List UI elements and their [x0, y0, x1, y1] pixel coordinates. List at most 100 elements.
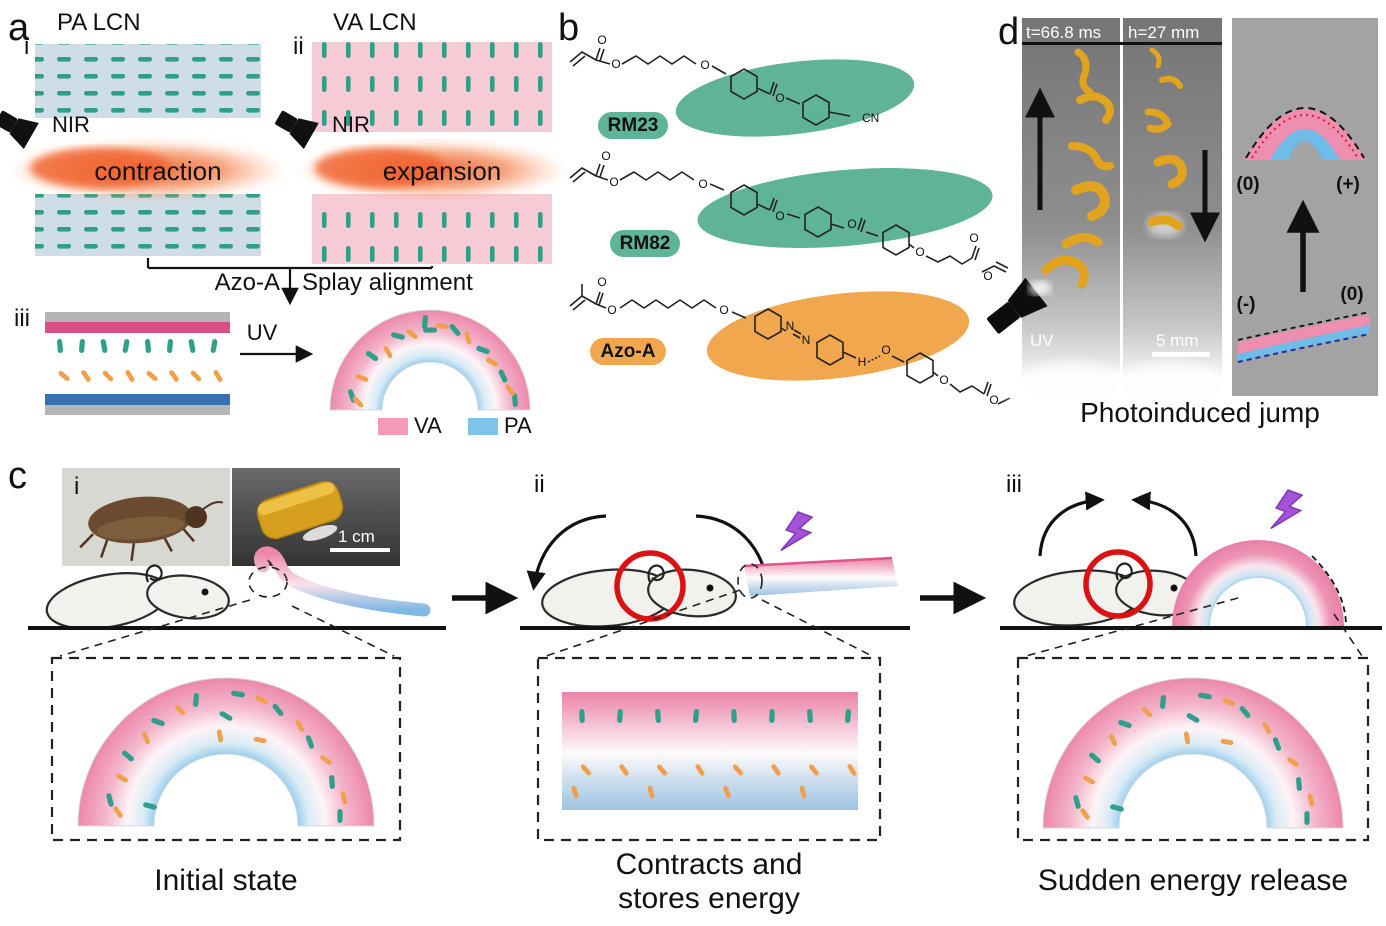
- rm82-atom-0: O: [601, 149, 610, 163]
- nir-beam-left-core: [30, 148, 170, 188]
- azo-a-highlight-ellipse: [706, 291, 970, 381]
- hinge-highlight-circle: [614, 550, 686, 622]
- expansion-label: expansion: [383, 156, 502, 186]
- film-arched-dashed-edge: [1311, 555, 1347, 627]
- hinge-curl: [647, 564, 665, 583]
- splay-cell-diagram: [45, 312, 230, 415]
- rm23-name: RM23: [608, 115, 659, 136]
- rolled-film-image: [256, 480, 344, 541]
- molecule-azo-a: O O O N N H O O O Azo-A: [569, 275, 1011, 407]
- panel-c-label: c: [8, 455, 27, 497]
- scale-bar-5mm-label: 5 mm: [1156, 331, 1199, 350]
- scale-bar-1cm-label: 1 cm: [338, 527, 375, 546]
- bent-film-blue: [1270, 129, 1340, 160]
- azoa-atom-0: O: [597, 275, 606, 289]
- ground-line-i: [28, 626, 446, 630]
- rm82-atom-1: O: [609, 175, 618, 189]
- panel-b: b O O O O CN RM23: [558, 7, 1011, 407]
- azoa-atom-2: O: [719, 303, 728, 317]
- panel-c-sub-iii: iii: [1006, 471, 1022, 498]
- rm82-highlight-ellipse: [697, 168, 993, 248]
- beetle-diagram-initial: [45, 564, 230, 630]
- rm23-atom-1: O: [611, 57, 620, 71]
- caption-release: Sudden energy release: [1038, 864, 1348, 897]
- mark-plus: (+): [1336, 174, 1360, 195]
- scale-bar-5mm: [1152, 352, 1210, 357]
- azoa-atom-8: O: [989, 393, 998, 407]
- zoom-box-iii: [1016, 656, 1370, 842]
- hinge-curl: [1115, 562, 1133, 581]
- legend: VA PA: [378, 413, 532, 438]
- beetle-eye: [1170, 584, 1178, 592]
- film-photo: 1 cm: [232, 468, 400, 566]
- va-sample-bottom: [312, 194, 552, 264]
- film-arched-release: [1172, 540, 1344, 626]
- beetle-diagram-release: [1013, 491, 1201, 627]
- rm23-atom-2: O: [700, 58, 709, 72]
- light-bolt-icon-ii: [780, 511, 814, 552]
- rm82-name: RM82: [620, 233, 671, 254]
- hinge-dashed-circle-i: [248, 566, 288, 598]
- legend-va-label: VA: [414, 413, 442, 438]
- panel-a-label: a: [8, 7, 30, 49]
- caption-stores-line2: stores energy: [618, 882, 800, 915]
- azoa-atom-1: O: [607, 303, 616, 317]
- bent-film-dashed-outline: [1245, 107, 1365, 159]
- panel-d-caption: Photoinduced jump: [1080, 397, 1320, 428]
- azo-a-pill: [590, 338, 666, 365]
- panel-d-label: d: [998, 11, 1019, 53]
- pa-sample-bottom: [35, 194, 261, 256]
- uv-lamp-icon: [987, 277, 1048, 334]
- panel-a-sub-i: i: [24, 33, 29, 60]
- legend-va-swatch: [378, 418, 408, 435]
- azo-a-flow-label: Azo-A: [215, 269, 280, 296]
- legend-pa-swatch: [468, 418, 498, 435]
- film-flat-stores: [744, 558, 898, 596]
- rm82-atom-3: O: [775, 209, 784, 223]
- zoom-line-i-left: [59, 599, 251, 657]
- rm82-atom-2: O: [698, 177, 707, 191]
- panel-a-sub-ii: ii: [293, 33, 304, 60]
- uv-label-panel-a: UV: [247, 320, 278, 345]
- beetle-eye: [201, 588, 209, 596]
- ground-line-iii: [1000, 626, 1382, 630]
- film-side-initial: [254, 546, 431, 617]
- zoom-line-i-right: [291, 605, 395, 657]
- caption-stores-line1: Contracts and: [616, 848, 803, 881]
- zoom-line-ii-right: [761, 599, 873, 657]
- panel-a-sub-iii: iii: [14, 305, 30, 332]
- arch-diagram-a: [329, 309, 531, 411]
- ground-line-ii: [520, 626, 910, 630]
- contraction-label: contraction: [94, 156, 221, 186]
- snap-arrow-right: [1131, 491, 1198, 557]
- molecule-rm82: O O O O O O O O RM82: [569, 149, 1009, 283]
- azo-a-name: Azo-A: [601, 341, 656, 362]
- zoom-line-iii-left: [1025, 597, 1239, 657]
- jump-photo-left: UV: [987, 18, 1133, 416]
- azoa-atom-7: O: [939, 373, 948, 387]
- panel-d: d UV 5 mm t=66.8 ms h=27 mm: [987, 11, 1378, 428]
- rm23-atom-3: O: [775, 91, 784, 105]
- arch-zoom-initial: [77, 677, 375, 827]
- rm82-atom-4: O: [847, 217, 856, 231]
- scale-bar-1cm: [330, 548, 390, 552]
- flow-connector: [146, 258, 434, 306]
- rm82-atom-6: O: [969, 231, 978, 245]
- azoa-atom-3: N: [786, 319, 795, 333]
- bent-film-red-dotted: [1251, 114, 1359, 159]
- reference-line: [1022, 42, 1222, 45]
- mark-zero-top: (0): [1236, 174, 1259, 195]
- rm23-atom-0: O: [597, 33, 606, 47]
- zoom-line-iii-right: [1333, 613, 1363, 657]
- panel-c-sub-i: i: [74, 473, 79, 500]
- jump-photo-right: 5 mm: [1110, 18, 1234, 416]
- snap-arrow-left: [1038, 491, 1105, 557]
- nir-label-right: NIR: [332, 112, 370, 137]
- nir-beam-right-core: [315, 148, 445, 188]
- caption-initial-state: Initial state: [154, 864, 297, 897]
- panel-b-label: b: [558, 7, 579, 49]
- height-label: h=27 mm: [1128, 23, 1199, 42]
- molecule-rm23: O O O O CN RM23: [569, 33, 915, 139]
- hinge-curl: [145, 564, 163, 583]
